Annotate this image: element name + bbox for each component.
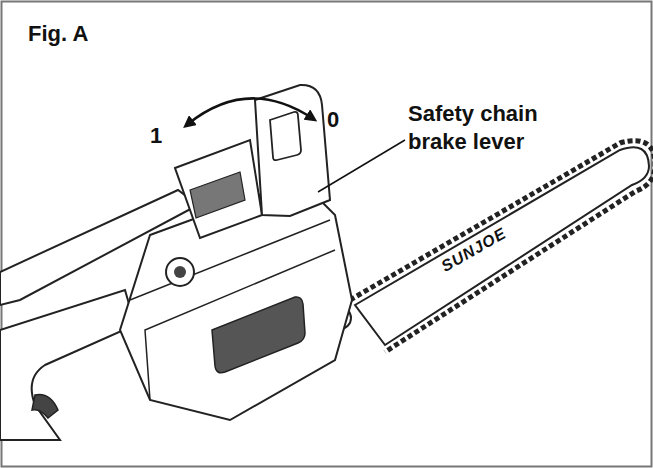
leader-line (318, 140, 405, 192)
rotation-arrow (188, 98, 312, 124)
position-number: 0 (327, 106, 339, 134)
vent-panel (190, 172, 245, 218)
upper-housing (175, 140, 262, 238)
oil-cap (166, 258, 194, 286)
guide-bar (355, 147, 649, 345)
side-cover-window (212, 297, 305, 373)
guard-slot (270, 112, 301, 160)
housing-seam (130, 220, 330, 300)
part-label: Safety chain brake lever (408, 100, 573, 155)
rear-handle (0, 290, 135, 440)
position-number: 1 (150, 122, 162, 150)
trigger (32, 395, 58, 418)
brake-lever-guard (255, 85, 330, 216)
brand-logo: SUNJOE (438, 223, 510, 276)
saw-chain (350, 141, 653, 352)
figure-title: Fig. A (28, 20, 88, 48)
oil-cap-center (174, 266, 186, 278)
housing-seam (145, 250, 335, 400)
